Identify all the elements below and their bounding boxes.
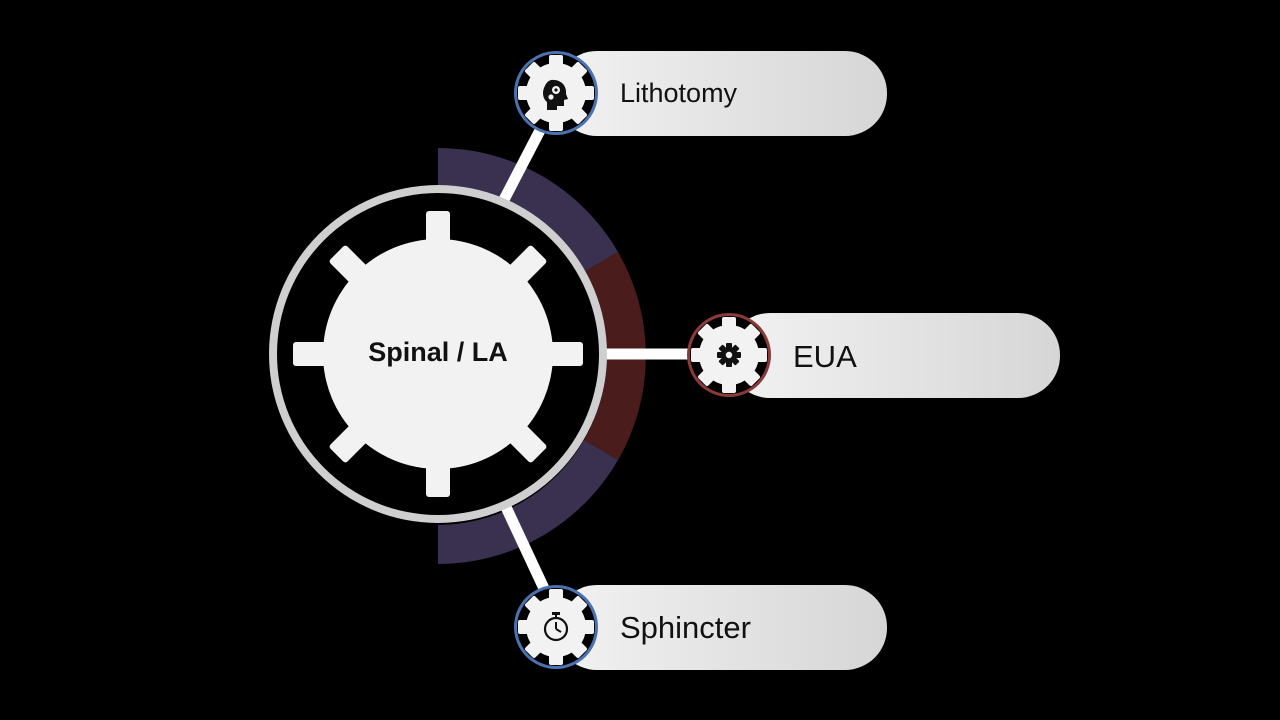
node-label: Lithotomy [620,78,738,108]
center-gear [293,211,583,497]
arc-segment-top [438,148,618,272]
node-gear-badge [514,51,598,135]
node-label: EUA [793,339,857,374]
node-lithotomy: Lithotomy [514,51,887,136]
gear-icon [717,343,741,367]
node-gear-badge [687,313,771,397]
node-sphincter: Sphincter [514,585,887,670]
center-hub: Spinal / LA [269,185,607,523]
stopwatch-icon [543,612,569,642]
node-pill [728,313,1060,398]
node-pill [555,585,887,670]
arc-segment-bottom [438,440,618,564]
center-label: Spinal / LA [368,337,508,367]
node-eua: EUA [687,313,1060,398]
node-pill [555,51,887,136]
node-label: Sphincter [620,610,751,645]
head-gears-icon [543,79,568,110]
node-gear-badge [514,585,598,669]
connector-sphincter [500,502,553,600]
